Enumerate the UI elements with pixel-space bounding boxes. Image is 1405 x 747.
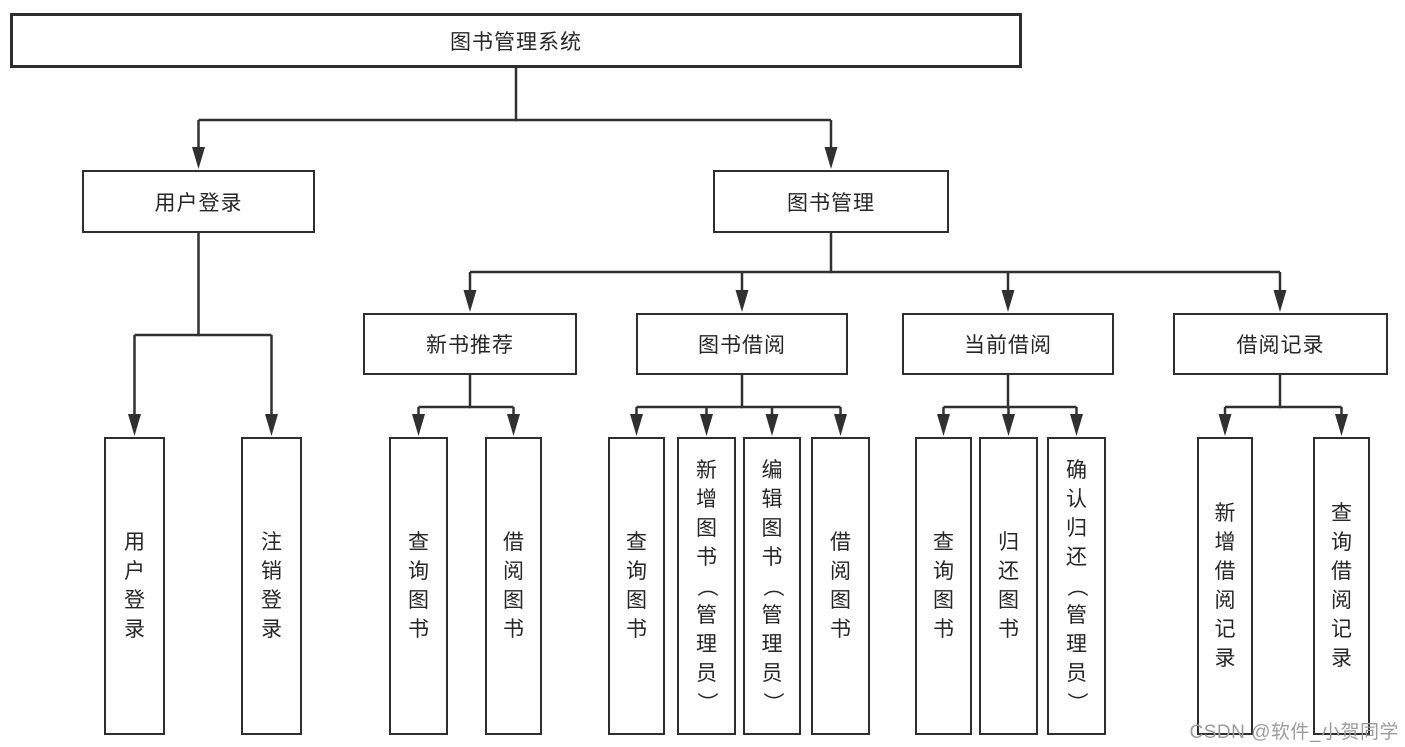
leaf-confirm-return-admin: 确认归还（管理员）	[1047, 437, 1106, 735]
node-label: 当前借阅	[964, 334, 1052, 357]
leaf-add-borrow-record: 新增借阅记录	[1197, 437, 1253, 735]
node-label: 借阅图书	[830, 531, 851, 641]
node-label: 查询借阅记录	[1331, 502, 1352, 670]
node-label: 图书借阅	[698, 334, 786, 357]
node-book-borrow: 图书借阅	[636, 313, 848, 375]
node-label: 编辑图书（管理员）	[760, 458, 784, 713]
node-current-borrow: 当前借阅	[902, 313, 1114, 375]
node-book-management: 图书管理	[713, 170, 949, 233]
arrowhead-leaf	[834, 414, 847, 436]
node-label: 借阅记录	[1236, 334, 1325, 357]
node-label: 注销登录	[261, 531, 282, 641]
arrowhead-leaf	[1002, 414, 1015, 436]
arrowhead-leaf	[765, 414, 779, 436]
node-label: 新书推荐	[426, 334, 514, 357]
arrowhead-book-management	[824, 147, 838, 169]
arrowhead-current-borrow	[1001, 290, 1015, 312]
leaf-return-books: 归还图书	[979, 437, 1038, 735]
arrowhead-leaf	[630, 414, 643, 436]
leaf-query-borrow-record: 查询借阅记录	[1313, 437, 1370, 735]
node-label: 查询图书	[408, 531, 429, 641]
leaf-add-books-admin: 新增图书（管理员）	[677, 437, 736, 735]
node-label: 用户登录	[154, 191, 243, 215]
leaf-user-login: 用户登录	[104, 437, 165, 735]
arrowhead-book-borrow	[735, 290, 749, 312]
leaf-logout: 注销登录	[241, 437, 302, 735]
leaf-query-books-recommend: 查询图书	[389, 437, 448, 735]
leaf-query-books-borrow: 查询图书	[608, 437, 665, 735]
leaf-edit-books-admin: 编辑图书（管理员）	[743, 437, 801, 735]
arrowhead-new-book	[463, 290, 477, 312]
leaf-borrow-books-recommend: 借阅图书	[485, 437, 542, 735]
node-label: 归还图书	[998, 531, 1019, 641]
arrowhead-leaf	[412, 414, 425, 436]
arrowhead-borrow-records	[1273, 290, 1287, 312]
arrowhead-user-login	[192, 147, 205, 169]
node-label: 新增图书（管理员）	[695, 458, 718, 713]
csdn-watermark: CSDN @软件_小贺同学	[1189, 722, 1399, 743]
node-label: 用户登录	[124, 531, 145, 641]
node-new-book-recommend: 新书推荐	[363, 313, 577, 375]
arrowhead-leaf	[1070, 414, 1083, 436]
arrowhead-leaf-logout	[265, 414, 278, 436]
arrowhead-leaf-login	[128, 414, 141, 436]
arrowhead-leaf	[507, 414, 520, 436]
arrowhead-leaf	[1218, 414, 1232, 436]
node-label: 新增借阅记录	[1214, 502, 1236, 670]
leaf-borrow-books: 借阅图书	[811, 437, 870, 735]
leaf-query-books-current: 查询图书	[915, 437, 972, 735]
node-system-root: 图书管理系统	[10, 13, 1022, 68]
node-user-login: 用户登录	[82, 170, 315, 233]
node-label: 借阅图书	[503, 531, 524, 641]
node-borrow-records: 借阅记录	[1173, 313, 1388, 375]
arrowhead-leaf	[700, 414, 713, 436]
node-label: 图书管理	[787, 191, 875, 215]
node-label: 图书管理系统	[450, 30, 582, 54]
node-label: 查询图书	[626, 531, 647, 641]
arrowhead-leaf	[1335, 414, 1348, 436]
node-label: 查询图书	[933, 531, 954, 641]
node-label: 确认归还（管理员）	[1065, 458, 1088, 713]
arrowhead-leaf	[937, 414, 950, 436]
